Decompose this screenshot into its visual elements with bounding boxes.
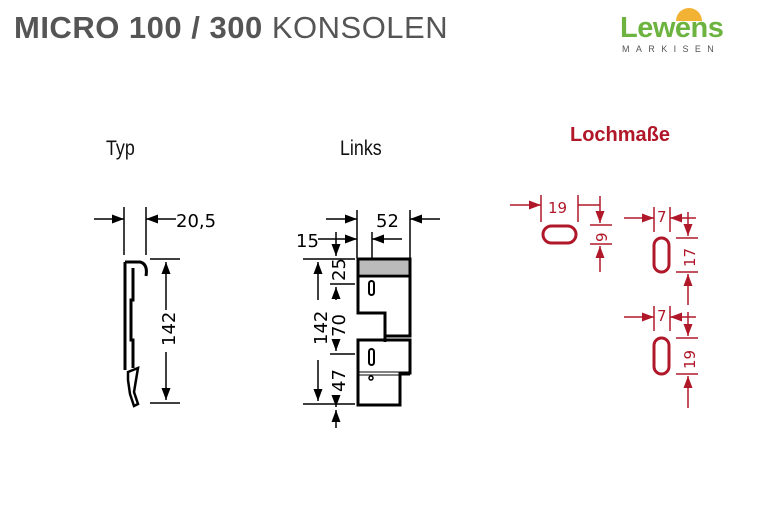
label-lochmasse: Lochmaße — [570, 124, 671, 146]
links-middle-dim: 70 — [329, 314, 350, 337]
hole2-drawing — [624, 207, 698, 305]
links-offset-dim: 15 — [296, 231, 319, 252]
links-top-dim: 25 — [329, 258, 350, 281]
links-bracket-drawing — [303, 210, 440, 428]
brand-logo: Lewens MARKISEN — [618, 4, 746, 54]
hole1-drawing — [510, 195, 612, 272]
hole3-width-dim: 7 — [657, 307, 667, 325]
typ-width-dim: 20,5 — [176, 211, 216, 232]
logo-wordmark: Lewens — [620, 12, 724, 44]
hole3-height-dim: 19 — [681, 350, 699, 369]
links-bottom-dim: 47 — [329, 369, 350, 392]
title-product: MICRO 100 / 300 — [14, 10, 263, 45]
hole2-width-dim: 7 — [657, 208, 667, 226]
logo-subtitle: MARKISEN — [622, 44, 721, 54]
page-title: MICRO 100 / 300 KONSOLEN — [14, 10, 448, 46]
hole3-drawing — [624, 306, 698, 408]
links-width-dim: 52 — [376, 211, 399, 232]
label-links: Links — [340, 137, 382, 160]
sun-icon — [676, 8, 702, 21]
hole1-width-dim: 19 — [548, 199, 567, 217]
links-total-height-dim: 142 — [311, 311, 332, 345]
typ-profile-drawing — [94, 207, 180, 408]
title-category: KONSOLEN — [271, 10, 449, 45]
typ-height-dim: 142 — [159, 312, 180, 346]
label-typ: Typ — [106, 137, 135, 160]
hole1-height-dim: 9 — [593, 232, 611, 242]
hole2-height-dim: 17 — [681, 248, 699, 267]
